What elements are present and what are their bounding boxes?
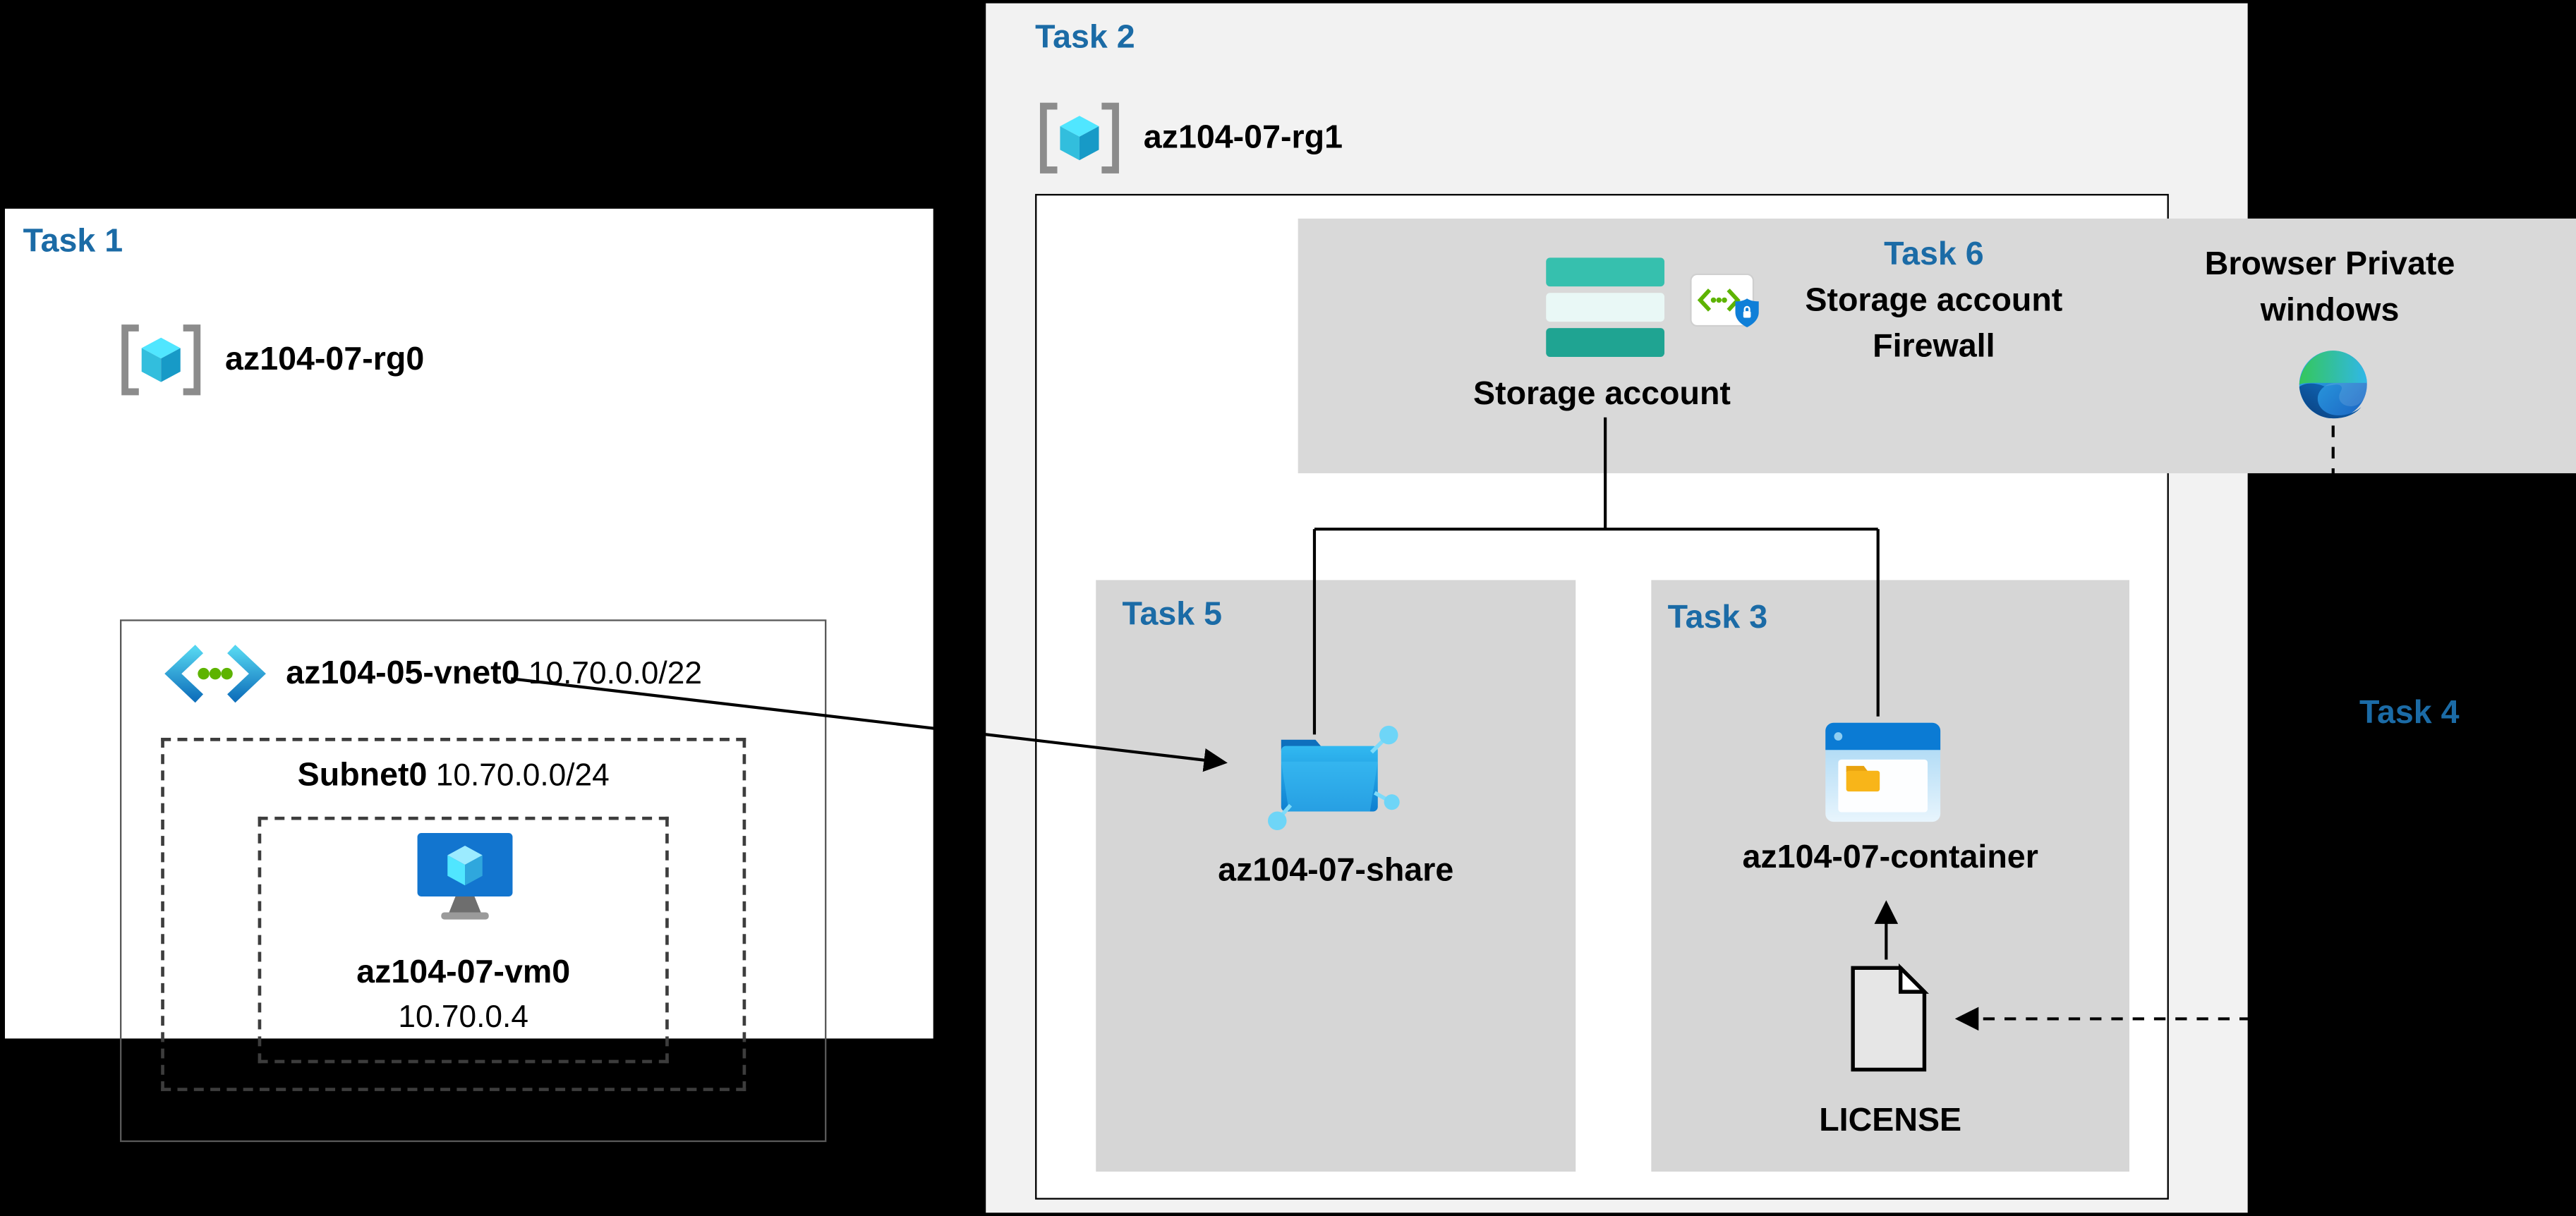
browser-line2: windows: [2260, 292, 2400, 329]
task6-line2: Firewall: [1873, 328, 1995, 365]
subnet-cidr: 10.70.0.0/24: [435, 759, 610, 794]
task4-heading: Task 4: [2359, 695, 2460, 731]
vm-box: az104-07-vm0 10.70.0.4: [258, 816, 669, 1064]
task5-panel: Task 5 az104-07-share: [1096, 580, 1576, 1172]
task1-heading: Task 1: [23, 223, 123, 260]
browser-line1: Browser Private: [2204, 246, 2455, 283]
subnet-label: Subnet0 10.70.0.0/24: [164, 758, 743, 796]
file-share-label: az104-07-share: [1218, 853, 1454, 889]
task3-panel: Task 3 az104-07-container LICENSE: [1651, 580, 2129, 1172]
resource-group-rg0: az104-07-rg0: [116, 320, 424, 399]
task6-heading: Task 6: [1884, 236, 1984, 273]
browser-block: Browser Private windows: [2153, 241, 2508, 333]
vnet-label: az104-05-vnet0 10.70.0.0/22: [286, 655, 702, 693]
file-share-icon: [1268, 725, 1400, 830]
resource-group-rg0-label: az104-07-rg0: [225, 341, 425, 377]
license-document-label: LICENSE: [1819, 1102, 1962, 1139]
resource-group-rg1: az104-07-rg1: [1035, 99, 1343, 178]
vnet-row: az104-05-vnet0 10.70.0.0/22: [164, 638, 702, 710]
storage-account-label: Storage account: [1473, 376, 1731, 413]
vnet-box: az104-05-vnet0 10.70.0.0/22 Subnet0 10.7…: [119, 619, 827, 1143]
firewall-endpoint-icon: [1690, 273, 1759, 327]
resource-group-rg1-label: az104-07-rg1: [1143, 118, 1343, 156]
task6-block: Task 6 Storage account Firewall: [1770, 231, 2098, 370]
task3-heading: Task 3: [1667, 600, 1768, 636]
vm-ip: 10.70.0.4: [398, 1000, 528, 1035]
edge-browser-icon: [2299, 351, 2367, 419]
storage-account-icon: [1546, 257, 1665, 357]
blob-container-icon: [1825, 722, 1941, 822]
task6-line1: Storage account: [1805, 282, 2063, 319]
vm-name: az104-07-vm0: [356, 954, 571, 991]
resource-group-icon: [121, 324, 201, 396]
subnet-box: Subnet0 10.70.0.0/24 az104-07-vm0 10.70.…: [161, 738, 746, 1091]
blob-container-label: az104-07-container: [1742, 839, 2038, 876]
vm-icon: [417, 832, 513, 920]
vnet-cidr: 10.70.0.0/22: [528, 656, 702, 691]
task2-heading: Task 2: [1035, 19, 1135, 56]
task1-panel: Task 1 az104-07-rg0: [4, 208, 933, 1143]
subnet-name: Subnet0: [297, 757, 428, 794]
license-document-icon: [1851, 963, 1929, 1072]
task5-heading: Task 5: [1122, 596, 1223, 633]
vnet-icon: [164, 645, 266, 703]
resource-group-icon: [1039, 102, 1119, 174]
storage-header-band: Storage account Task 6 Storage account F…: [1298, 218, 2576, 473]
vnet-name: az104-05-vnet0: [286, 655, 520, 691]
